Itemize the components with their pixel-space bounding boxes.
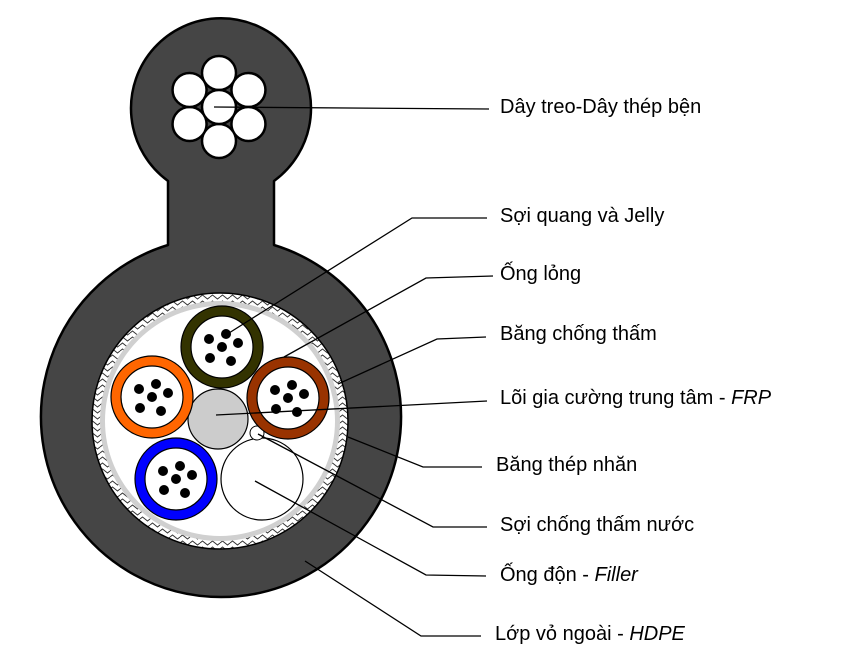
label-messenger-wire: Dây treo-Dây thép bện (500, 97, 701, 117)
steel-strand (230, 71, 267, 109)
tube-inner-edge (120, 365, 184, 429)
optical-fiber (204, 334, 214, 344)
optical-fiber (217, 342, 227, 352)
frp-central-member (187, 388, 249, 450)
optical-fiber (221, 329, 231, 339)
optical-fiber (187, 470, 197, 480)
leader-line-messenger (213, 106, 490, 110)
leader-line-jacket (304, 560, 481, 637)
optical-fiber (270, 385, 280, 395)
label-text: Ống lỏng (500, 263, 582, 285)
label-text: Băng chống thấm (500, 323, 657, 345)
optical-fiber (299, 389, 309, 399)
label-filler: Ống độn - Filler (500, 565, 638, 585)
tube-outer-edge (246, 356, 330, 440)
optical-fiber (287, 380, 297, 390)
label-outer-jacket-hdpe: Lớp vỏ ngoài - HDPE (495, 624, 685, 644)
optical-fiber (283, 393, 293, 403)
loose-tube-brown (246, 356, 330, 440)
label-italic-text: HDPE (629, 623, 685, 645)
optical-fiber (135, 403, 145, 413)
tube-outer-edge (134, 437, 218, 521)
optical-fiber (175, 461, 185, 471)
leader-line-water-block-yarn (257, 433, 487, 528)
loose-tube-orange (110, 355, 194, 439)
label-text: Băng thép nhăn (496, 454, 638, 476)
steel-strand (230, 105, 267, 143)
label-italic-text: Filler (594, 564, 638, 586)
filler-tube (220, 437, 304, 521)
water-blocking-yarn (249, 425, 265, 441)
leader-line-fiber (228, 217, 487, 334)
leader-line-frp (215, 400, 488, 416)
leader-lines (213, 106, 494, 637)
label-loose-tube: Ống lỏng (500, 264, 581, 284)
label-text: Dây treo-Dây thép bện (500, 96, 702, 118)
label-optical-fiber-jelly: Sợi quang và Jelly (500, 206, 664, 226)
optical-fiber (158, 466, 168, 476)
label-italic-text: FRP (731, 387, 772, 409)
optical-fiber (147, 392, 157, 402)
optical-fiber (205, 353, 215, 363)
steel-strand (200, 122, 238, 160)
label-water-blocking-tape: Băng chống thấm (500, 324, 657, 344)
label-text: Ống độn - (500, 564, 595, 586)
steel-strand (171, 71, 208, 109)
optical-fiber (156, 406, 166, 416)
optical-fiber (163, 388, 173, 398)
steel-strand (200, 54, 238, 92)
optical-fiber (159, 485, 169, 495)
steel-strand (171, 105, 208, 143)
optical-fiber (171, 474, 181, 484)
tube-outer-edge (180, 305, 264, 389)
tube-inner-edge (144, 447, 208, 511)
label-text: Sợi quang và Jelly (500, 205, 665, 227)
optical-fiber (134, 384, 144, 394)
optical-fiber (233, 338, 243, 348)
label-frp-central-member: Lõi gia cường trung tâm - FRP (500, 388, 771, 408)
leader-line-filler (254, 480, 487, 577)
leader-line-loose-tube (283, 275, 494, 358)
optical-fiber (226, 356, 236, 366)
leader-line-water-block-tape (337, 336, 487, 385)
tube-inner-edge (256, 366, 320, 430)
loose-tube-blue (134, 437, 218, 521)
label-text: Lõi gia cường trung tâm - (500, 387, 732, 409)
label-water-blocking-yarn: Sợi chống thấm nước (500, 515, 694, 535)
optical-fiber (180, 488, 190, 498)
optical-fiber (292, 407, 302, 417)
label-text: Lớp vỏ ngoài - (495, 623, 630, 645)
label-corrugated-steel-tape: Băng thép nhăn (496, 455, 637, 475)
loose-tube-olive (180, 305, 264, 389)
loose-tubes (110, 305, 330, 521)
optical-fiber (151, 379, 161, 389)
leader-line-steel-tape (347, 436, 482, 468)
tube-inner-edge (190, 315, 254, 379)
label-text: Sợi chống thấm nước (500, 514, 695, 536)
tube-outer-edge (110, 355, 194, 439)
